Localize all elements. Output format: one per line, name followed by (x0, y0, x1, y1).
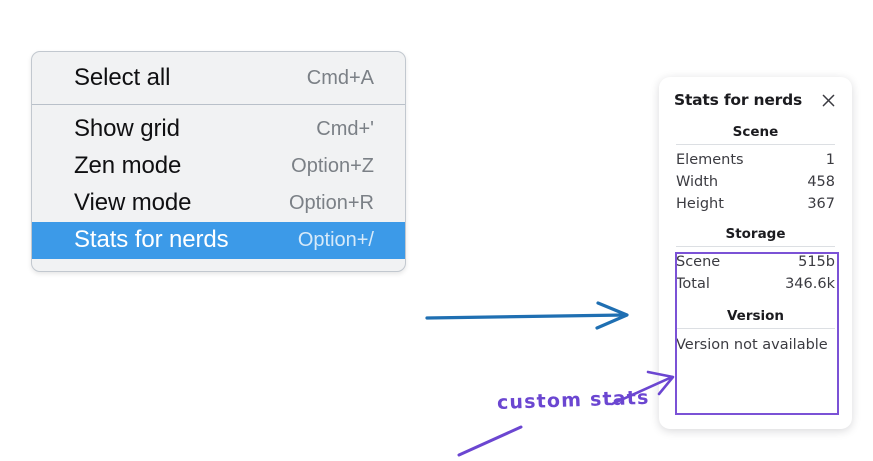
stats-row: Width 458 (674, 171, 837, 193)
stats-group-heading: Version (726, 308, 785, 324)
stats-row: Total 346.6k (674, 273, 837, 295)
menu-item-label: Zen mode (74, 152, 182, 179)
menu-item-shortcut: Cmd+' (316, 117, 374, 140)
menu-divider (32, 104, 405, 105)
stats-version-value: Version not available (676, 337, 828, 353)
stats-row-key: Elements (676, 152, 744, 168)
menu-group-2: Show grid Cmd+' Zen mode Option+Z View m… (32, 105, 405, 271)
close-icon[interactable] (820, 92, 837, 109)
stats-row-value: 515b (798, 254, 835, 270)
stats-row: Scene 515b (674, 251, 837, 273)
canvas-context-menu[interactable]: Select all Cmd+A Show grid Cmd+' Zen mod… (31, 51, 406, 272)
stats-group-storage: Storage Scene 515b Total 346.6k (674, 224, 837, 295)
menu-item-show-grid[interactable]: Show grid Cmd+' (32, 111, 405, 148)
stats-row-key: Total (676, 276, 710, 292)
stats-row: Elements 1 (674, 149, 837, 171)
stats-group-rule (676, 246, 835, 247)
menu-group-1: Select all Cmd+A (32, 52, 405, 104)
stats-group-rule (676, 328, 835, 329)
blue-arrow (425, 301, 629, 330)
menu-item-zen-mode[interactable]: Zen mode Option+Z (32, 148, 405, 185)
stats-row-value: 1 (825, 152, 835, 168)
menu-item-label: Select all (74, 64, 171, 91)
stats-panel-title: Stats for nerds (674, 91, 803, 109)
menu-item-shortcut: Option+/ (297, 228, 374, 251)
menu-item-select-all[interactable]: Select all Cmd+A (32, 60, 405, 97)
stats-row: Height 367 (674, 193, 837, 215)
stats-group-version: Version Version not available (674, 306, 837, 356)
menu-item-shortcut: Option+R (288, 191, 374, 214)
stats-panel-header: Stats for nerds (674, 91, 837, 109)
stats-row-value: 458 (807, 174, 835, 190)
menu-item-shortcut: Cmd+A (306, 66, 374, 89)
stats-row-key: Width (676, 174, 719, 190)
stats-group-rule (676, 144, 835, 145)
menu-item-label: Show grid (74, 115, 180, 142)
stats-row-value: 346.6k (785, 276, 835, 292)
stats-row-key: Scene (676, 254, 721, 270)
stats-group-heading: Storage (725, 226, 786, 242)
purple-underline-stroke (457, 425, 523, 457)
menu-item-shortcut: Option+Z (291, 154, 374, 177)
stats-group-scene: Scene Elements 1 Width 458 Height 367 (674, 122, 837, 215)
menu-item-view-mode[interactable]: View mode Option+R (32, 185, 405, 222)
menu-item-stats-for-nerds[interactable]: Stats for nerds Option+/ (32, 222, 405, 259)
custom-stats-annotation-label: custom stats (496, 386, 650, 414)
menu-item-label: View mode (74, 189, 192, 216)
stats-row-value: 367 (807, 196, 835, 212)
stats-group-heading: Scene (732, 124, 779, 140)
menu-item-label: Stats for nerds (74, 226, 229, 253)
stats-for-nerds-panel: Stats for nerds Scene Elements 1 Width 4… (659, 77, 852, 429)
stats-row-key: Height (676, 196, 724, 212)
